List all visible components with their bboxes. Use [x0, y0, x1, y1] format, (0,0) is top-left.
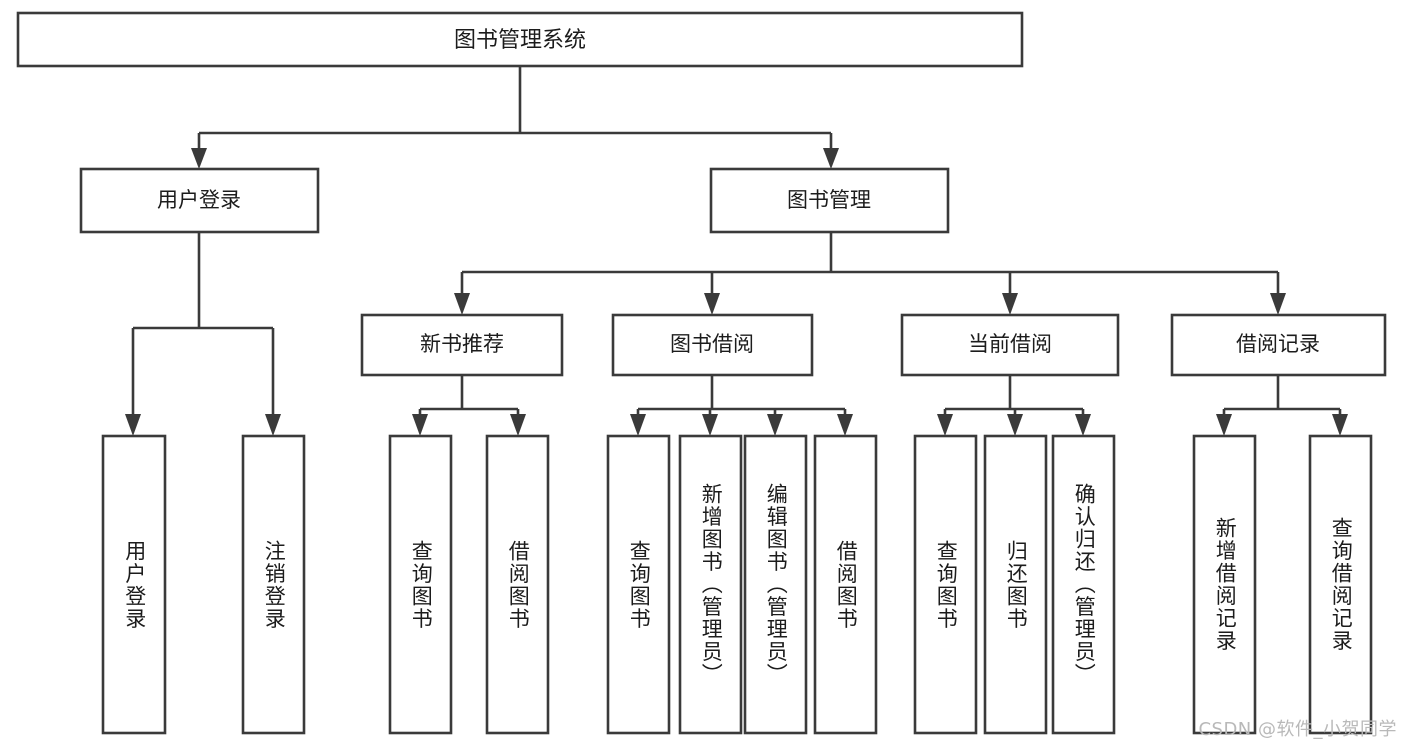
leaf-confirm-return-admin[interactable] — [1051, 434, 1116, 735]
leaf-add-book-admin[interactable] — [678, 434, 743, 735]
leaf-borrow-books-newbook[interactable] — [485, 434, 550, 735]
node-current-borrow[interactable] — [900, 313, 1120, 377]
node-book-borrow[interactable] — [611, 313, 814, 377]
label-current-borrow: 当前借阅 — [968, 332, 1052, 356]
connector-user-login-to-leaves — [125, 232, 281, 436]
leaf-edit-book-admin[interactable] — [743, 434, 808, 735]
leaf-borrow-book[interactable] — [813, 434, 878, 735]
leaf-user-login[interactable] — [101, 434, 167, 735]
node-borrow-records[interactable] — [1170, 313, 1387, 377]
label-user-login: 用户登录 — [157, 188, 241, 212]
node-user-login[interactable] — [79, 167, 320, 234]
label-root: 图书管理系统 — [454, 28, 586, 53]
leaf-query-books-borrow[interactable] — [606, 434, 671, 735]
leaf-return-book[interactable] — [983, 434, 1048, 735]
connector-root-to-level2 — [191, 66, 839, 169]
node-root[interactable] — [16, 11, 1024, 68]
node-book-management[interactable] — [709, 167, 950, 234]
label-new-book-recommend: 新书推荐 — [420, 332, 504, 356]
connector-book-mgmt-to-level3 — [454, 232, 1286, 315]
label-borrow-records: 借阅记录 — [1236, 332, 1320, 356]
connector-newbook-to-leaves — [412, 375, 526, 436]
leaf-add-borrow-record[interactable] — [1192, 434, 1257, 735]
connector-borrow-to-leaves — [630, 375, 853, 436]
label-book-borrow: 图书借阅 — [670, 332, 754, 356]
connector-current-to-leaves — [937, 375, 1091, 436]
leaf-query-books-current[interactable] — [913, 434, 978, 735]
connector-records-to-leaves — [1216, 375, 1348, 436]
label-book-management: 图书管理 — [787, 188, 871, 212]
watermark-text: CSDN @软件_小贺同学 — [1198, 719, 1397, 740]
leaf-logout[interactable] — [241, 434, 306, 735]
node-new-book-recommend[interactable] — [360, 313, 564, 377]
leaf-query-books-newbook[interactable] — [388, 434, 453, 735]
leaf-query-borrow-record[interactable] — [1308, 434, 1373, 735]
